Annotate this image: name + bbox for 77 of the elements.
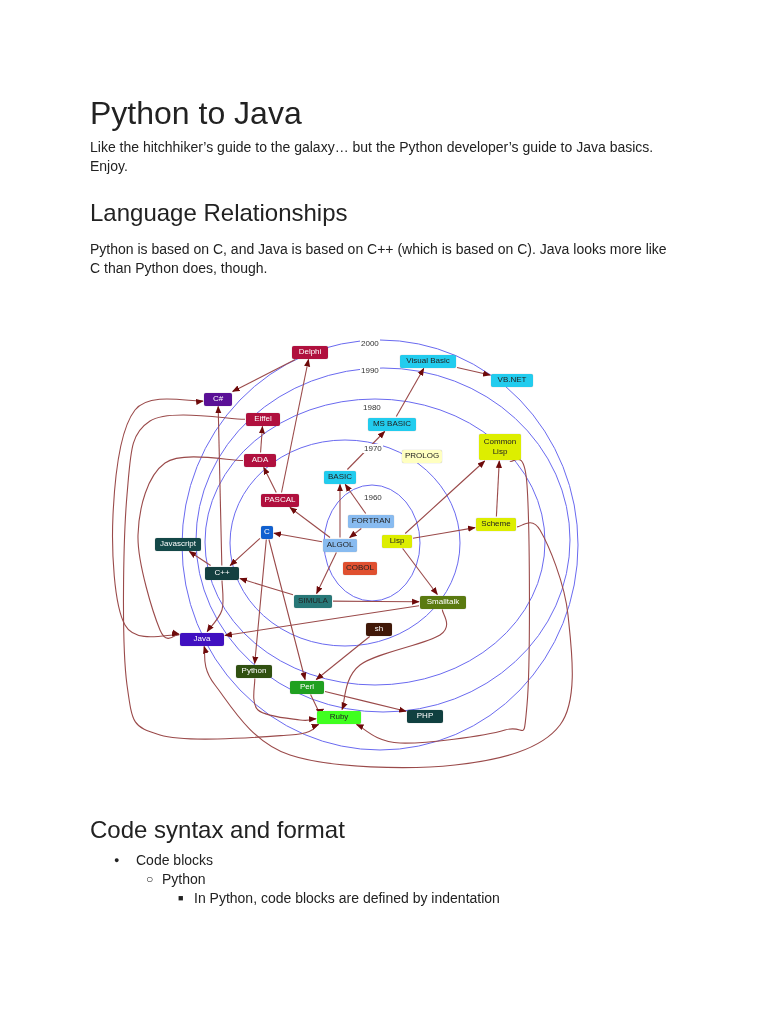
- section-heading: Language Relationships: [90, 198, 348, 228]
- arrow: [224, 605, 420, 638]
- language-box: Delphi: [292, 345, 328, 359]
- arrow: [324, 690, 407, 713]
- language-box: VB.NET: [491, 373, 533, 387]
- arrow: [495, 460, 502, 518]
- arrow: [122, 414, 320, 740]
- arrow: [316, 551, 337, 595]
- arrow: [355, 458, 530, 744]
- arrow: [268, 538, 307, 681]
- language-box: Visual Basic: [400, 354, 456, 368]
- arrow: [206, 579, 224, 633]
- language-box: BASIC: [324, 470, 356, 484]
- language-box: C: [261, 525, 273, 539]
- arrow: [239, 577, 294, 596]
- language-box: Javascript: [155, 537, 201, 551]
- arrow: [112, 398, 204, 638]
- language-box: Ruby: [317, 710, 361, 724]
- language-box: Common Lisp: [479, 434, 521, 460]
- language-box: Smalltalk: [420, 595, 466, 609]
- arrow: [289, 506, 331, 539]
- language-box: PHP: [407, 709, 443, 723]
- arrow: [395, 367, 425, 418]
- intro-paragraph: Like the hitchhiker’s guide to the galaxy… but the Python developer’s guide to Java basics. Enjoy.: [90, 138, 655, 176]
- year-label: 2000: [360, 339, 380, 348]
- language-box: FORTRAN: [348, 514, 394, 528]
- arrow: [332, 598, 420, 605]
- language-box: Perl: [290, 680, 324, 694]
- language-box: Java: [180, 632, 224, 646]
- language-box: ALGOL: [323, 538, 357, 552]
- language-box: PASCAL: [261, 493, 299, 507]
- language-box: ADA: [244, 453, 276, 467]
- year-label: 1980: [362, 403, 382, 412]
- bullet-marker: ○: [146, 871, 155, 888]
- arrow: [253, 677, 317, 723]
- language-box: PROLOG: [402, 449, 442, 463]
- arrow: [344, 483, 367, 515]
- arrow: [188, 550, 212, 567]
- arrow: [349, 527, 362, 539]
- arrow: [404, 460, 486, 535]
- year-label: 1990: [360, 366, 380, 375]
- arrow: [215, 405, 223, 567]
- body-paragraph: Python is based on C, and Java is based on C++ (which is based on C). Java looks more like C than Python does, though.: [90, 240, 668, 278]
- bullet-marker: ●: [114, 854, 121, 867]
- bullet-marker: ■: [178, 892, 185, 905]
- page-title: Python to Java: [90, 94, 302, 132]
- language-box: Python: [236, 664, 272, 678]
- bullet-item: Python: [162, 870, 206, 889]
- arrow: [252, 538, 267, 665]
- section-heading: Code syntax and format: [90, 815, 345, 845]
- arrow: [341, 608, 448, 711]
- bullet-item: Code blocks: [136, 851, 214, 870]
- language-box: C#: [204, 392, 232, 406]
- arrow: [412, 525, 476, 539]
- language-box: Eiffel: [246, 412, 280, 426]
- year-label: 1970: [363, 444, 383, 453]
- language-box: Lisp: [382, 534, 412, 548]
- arrow: [263, 466, 277, 494]
- arrow: [336, 483, 344, 539]
- language-box: SIMULA: [294, 594, 332, 608]
- arrow: [202, 522, 573, 769]
- arrow: [456, 367, 491, 377]
- language-box: Scheme: [476, 517, 516, 531]
- arrow: [137, 456, 244, 639]
- arrow: [402, 547, 438, 596]
- arrow: [258, 425, 265, 454]
- language-box: C++: [205, 566, 239, 580]
- arrow: [315, 635, 371, 681]
- language-box: sh: [366, 622, 392, 636]
- arrow: [280, 358, 311, 494]
- language-box: MS BASIC: [368, 417, 416, 431]
- language-box: COBOL: [343, 561, 377, 575]
- arrow: [229, 537, 261, 567]
- arrow: [232, 358, 296, 393]
- bullet-item: In Python, code blocks are defined by indentation: [194, 889, 500, 908]
- arrow: [273, 531, 323, 543]
- year-label: 1960: [363, 493, 383, 502]
